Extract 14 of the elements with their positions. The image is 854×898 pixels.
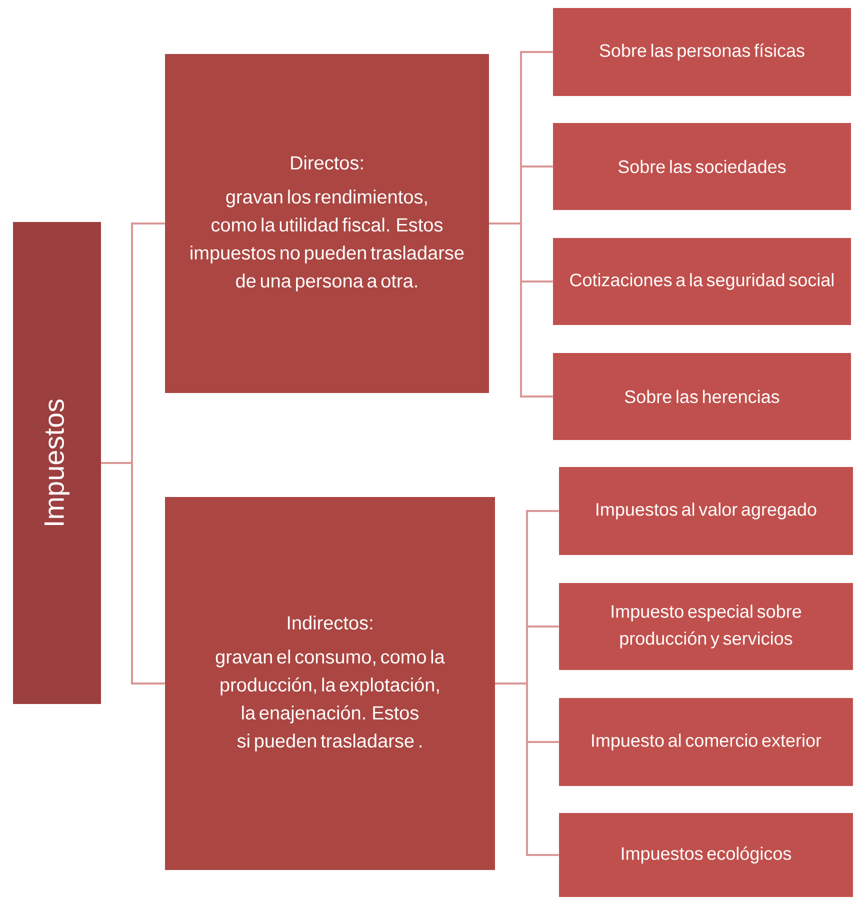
connector bbox=[489, 222, 553, 398]
item-box: Sobre las personas físicas bbox=[553, 8, 851, 96]
item-box: Impuesto al comercio exterior bbox=[559, 698, 853, 786]
item-box: Cotizaciones a la seguridad social bbox=[553, 238, 851, 325]
item-box: Sobre las herencias bbox=[553, 353, 851, 440]
category-box: Directos: gravan los rendimientos, como la utilidad fiscal. Estos impuestos no pueden trasladarse de una persona a otra. bbox=[165, 54, 489, 393]
item-box: Impuestos al valor agregado bbox=[559, 467, 853, 555]
category-box: Indirectos: gravan el consumo, como la producción, la explotación, la enajenación. Estos si pueden trasladarse . bbox=[165, 497, 495, 870]
item-box: Impuesto especial sobre producción y servicios bbox=[559, 583, 853, 670]
connector bbox=[101, 462, 165, 684]
item-box: Sobre las sociedades bbox=[553, 123, 851, 210]
connector bbox=[495, 682, 559, 856]
topic-box: Impuestos bbox=[13, 222, 101, 704]
item-box: Impuestos ecológicos bbox=[559, 813, 853, 897]
